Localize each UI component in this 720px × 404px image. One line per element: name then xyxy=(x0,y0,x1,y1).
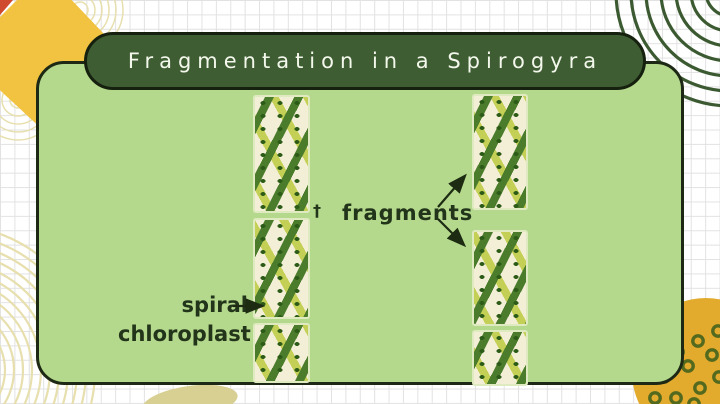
decoration-red-corner xyxy=(0,0,13,15)
arrow-fragments-upper xyxy=(437,173,467,208)
tick-mark: † xyxy=(313,201,321,220)
fragment-segment-right-2 xyxy=(472,230,528,326)
label-fragments: fragments xyxy=(342,201,474,225)
filament-segment-left-1 xyxy=(253,95,310,213)
label-spiral-line2: chloroplast xyxy=(118,322,251,346)
filament-segment-left-3 xyxy=(253,323,310,383)
arrow-fragments-lower xyxy=(437,218,467,248)
label-spiral-chloroplast: spiral chloroplast xyxy=(118,291,251,349)
fragment-segment-right-1 xyxy=(472,94,528,210)
fragment-segment-right-3 xyxy=(472,330,528,386)
title-banner: Fragmentation in a Spirogyra xyxy=(84,32,646,90)
decoration-tan-blob xyxy=(142,384,238,404)
page-title: Fragmentation in a Spirogyra xyxy=(127,49,603,73)
